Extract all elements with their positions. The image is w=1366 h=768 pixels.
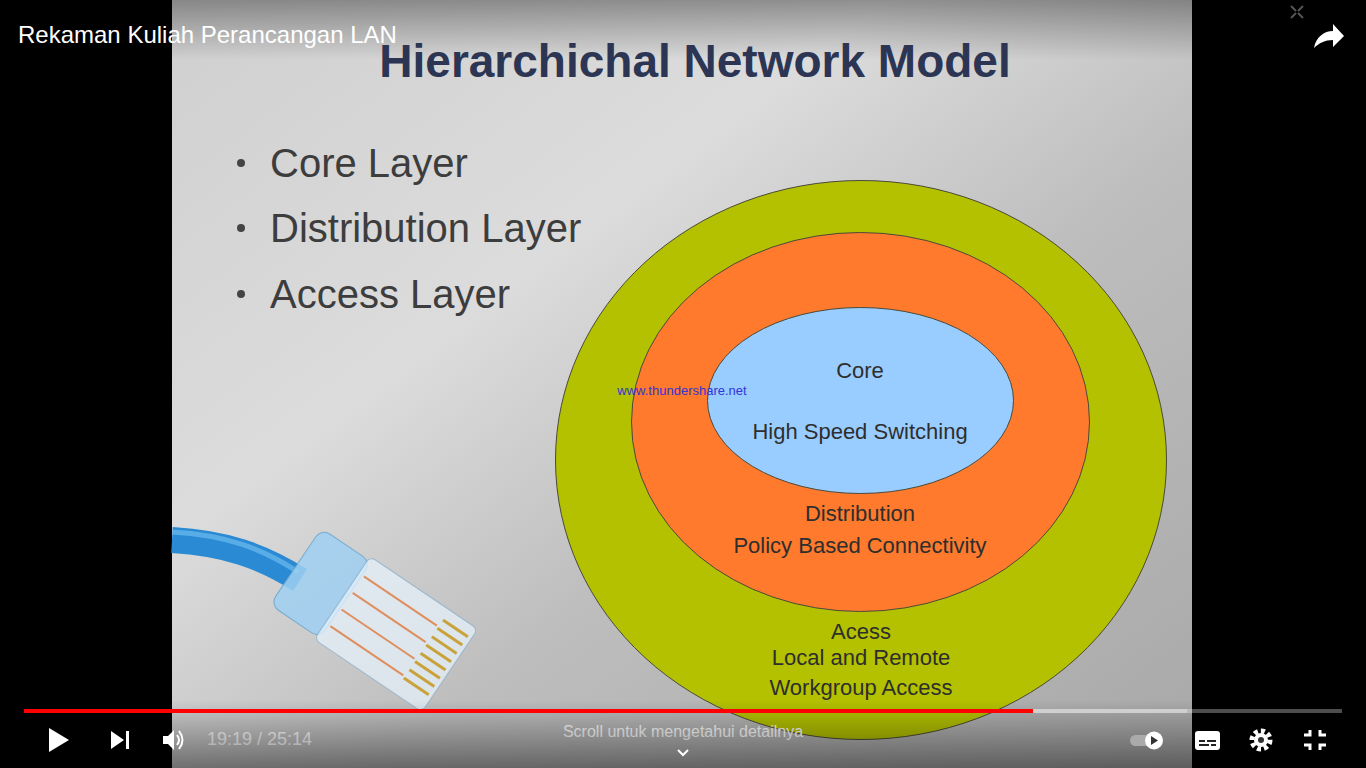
play-icon: [49, 728, 69, 752]
settings-icon: [1252, 731, 1270, 749]
layer-role: High Speed Switching: [752, 417, 967, 447]
scroll-hint: Scroll untuk mengetahui detailnya: [563, 722, 803, 741]
progress-track: [24, 709, 1342, 713]
autoplay-toggle: [1130, 732, 1163, 750]
slide-title: Hierarchichal Network Model: [379, 34, 1010, 89]
network-cable: [172, 525, 478, 712]
progress-played: [24, 709, 1033, 713]
distribution-layer-ellipse: DistributionPolicy Based Connectivity Cor…: [631, 232, 1090, 612]
bullet-item: Core Layer: [270, 139, 468, 187]
access-layer-ellipse: AcessLocal and Remote Workgroup Access Di…: [555, 180, 1167, 740]
layer-name: Acess: [831, 617, 891, 647]
layer-name: Distribution: [805, 499, 915, 529]
exit-fullscreen-icon: [1304, 730, 1326, 750]
ellipse-outline: [707, 307, 1014, 494]
video-title: Rekaman Kuliah Perancangan LAN: [18, 21, 397, 50]
scroll-chevron: [678, 750, 688, 755]
progress-buffer: [1033, 709, 1187, 713]
bottom-shade: [0, 700, 1366, 768]
next-icon: [111, 731, 129, 749]
corner-icon: [1291, 6, 1303, 18]
subtitles-icon: [1195, 731, 1220, 750]
watermark: www.thundershare.net: [617, 383, 746, 399]
bullet-item: Access Layer: [270, 270, 510, 318]
volume-icon: [163, 730, 183, 750]
layer-name: Core: [836, 356, 884, 386]
core-layer-ellipse: CoreHigh Speed Switching: [707, 307, 1014, 494]
bullet-dots: [237, 159, 245, 298]
bullet-item: Distribution Layer: [270, 204, 581, 252]
time-display: 19:19 / 25:14: [207, 729, 312, 751]
layer-role: Local and Remote Workgroup Access: [741, 643, 981, 703]
share-icon: [1314, 24, 1344, 48]
layer-role: Policy Based Connectivity: [733, 531, 986, 561]
slide-background: [172, 0, 1192, 768]
